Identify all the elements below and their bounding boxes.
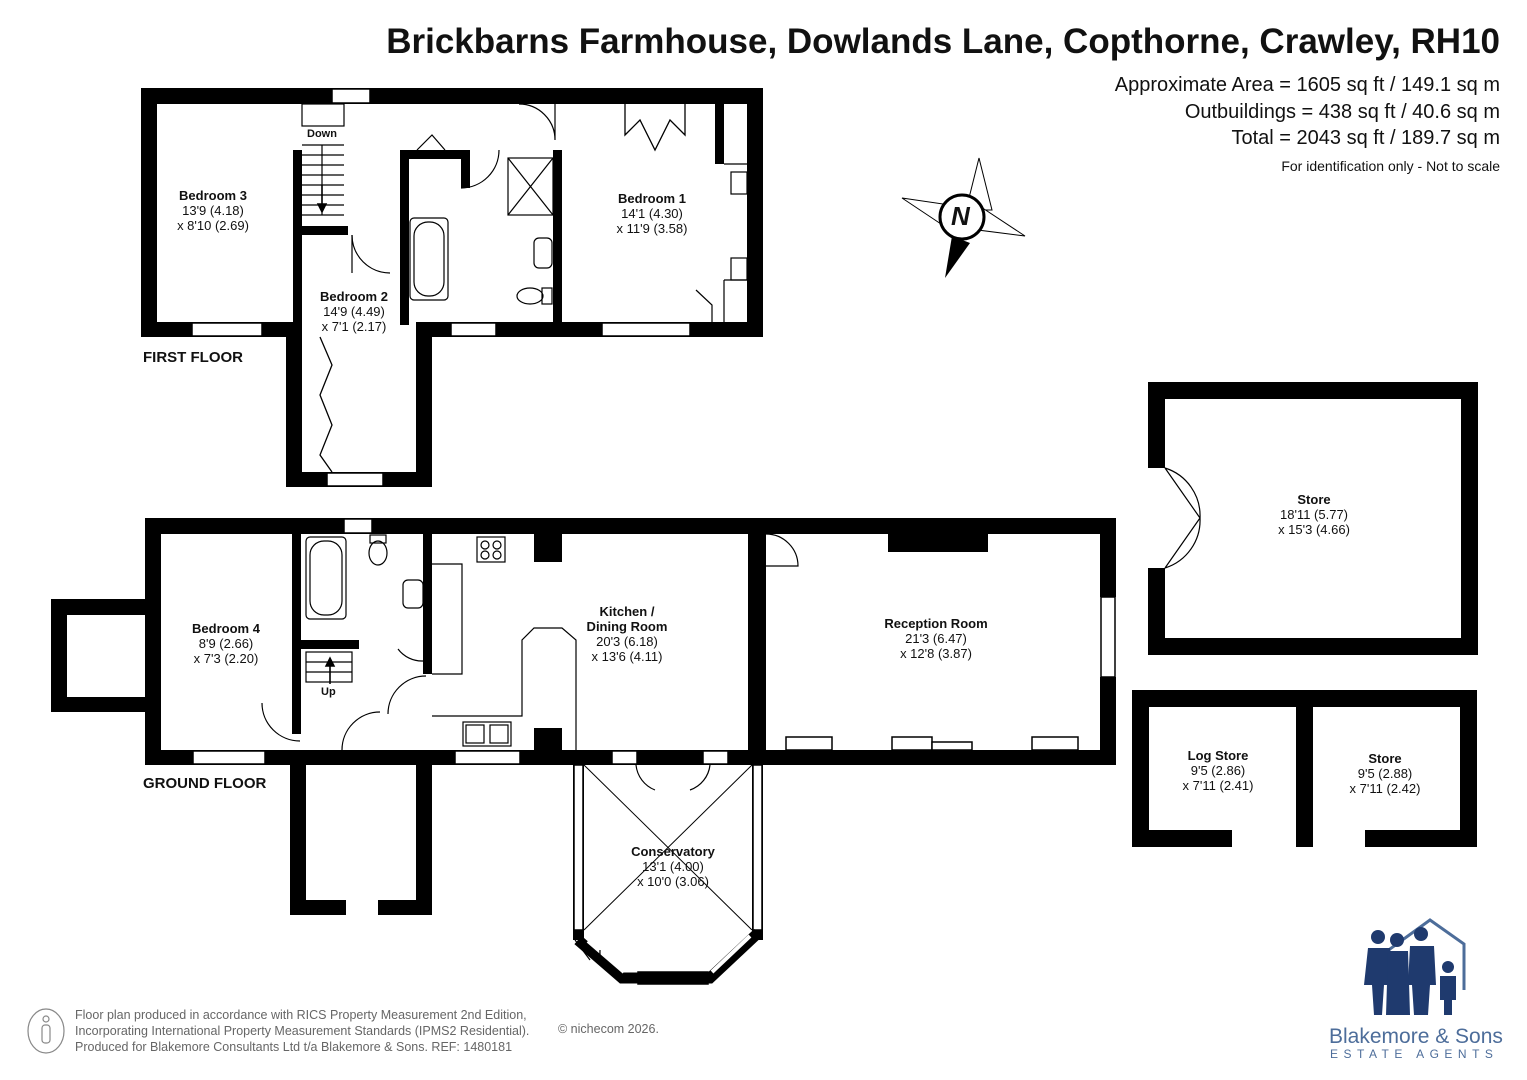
room-dimension: x 7'11 (2.42) [1349, 781, 1421, 796]
conservatory-cross [583, 764, 753, 931]
room-name: Log Store [1187, 748, 1249, 763]
footer-line: Produced for Blakemore Consultants Ltd t… [75, 1040, 513, 1054]
room-name: Conservatory [631, 844, 715, 859]
room-conservatory: Conservatory 13'1 (4.00) x 10'0 (3.06) [631, 844, 715, 889]
room-dimension: x 7'1 (2.17) [321, 319, 387, 334]
room-dimension: 13'1 (4.00) [642, 859, 704, 874]
walls [51, 88, 1478, 940]
room-name: Store [1297, 492, 1331, 507]
room-dimension: 13'9 (4.18) [182, 203, 244, 218]
room-name: Dining Room [586, 619, 668, 634]
room-dimension: 20'3 (6.18) [596, 634, 658, 649]
stairs-down-label: Down [307, 128, 337, 140]
door-swings [261, 103, 1201, 973]
stairs-up-label: Up [321, 686, 336, 698]
room-bedroom-4: Bedroom 4 8'9 (2.66) x 7'3 (2.20) [192, 621, 260, 666]
disclaimer-note: For identification only - Not to scale [1281, 158, 1500, 174]
room-dimension: 21'3 (6.47) [905, 631, 967, 646]
ground-fixtures [305, 534, 577, 750]
room-store-small: Store 9'5 (2.88) x 7'11 (2.42) [1350, 751, 1421, 796]
copyright: © nichecom 2026. [558, 1022, 659, 1036]
room-dimension: x 10'0 (3.06) [637, 874, 709, 889]
wardrobe-doors [151, 104, 686, 661]
brand-logo-icon [1364, 918, 1466, 1015]
room-name: Reception Room [884, 616, 988, 631]
footer-line: Incorporating International Property Mea… [75, 1024, 530, 1038]
room-dimension: 8'9 (2.66) [198, 636, 254, 651]
room-log-store: Log Store 9'5 (2.86) x 7'11 (2.41) [1183, 748, 1254, 793]
ground-floor-label: GROUND FLOOR [143, 775, 267, 792]
room-dimension: 9'5 (2.86) [1190, 763, 1246, 778]
room-store-large: Store 18'11 (5.77) x 15'3 (4.66) [1278, 492, 1350, 537]
page-title: Brickbarns Farmhouse, Dowlands Lane, Cop… [386, 22, 1500, 61]
windows [191, 88, 1116, 985]
room-dimension: x 15'3 (4.66) [1278, 522, 1350, 537]
room-dimension: x 11'9 (3.58) [616, 221, 688, 236]
room-name: Kitchen / [599, 604, 655, 619]
stair-arrows [316, 185, 336, 684]
brand-name: Blakemore & Sons [1329, 1025, 1503, 1048]
room-reception: Reception Room 21'3 (6.47) x 12'8 (3.87) [884, 616, 987, 661]
footer-line: Floor plan produced in accordance with R… [75, 1008, 527, 1022]
room-bedroom-3: Bedroom 3 13'9 (4.18) x 8'10 (2.69) [177, 188, 249, 233]
room-bedroom-2: Bedroom 2 14'9 (4.49) x 7'1 (2.17) [320, 289, 388, 334]
room-dimension: 9'5 (2.88) [1357, 766, 1413, 781]
footer-disclaimer: Floor plan produced in accordance with R… [75, 1007, 529, 1055]
compass-north-letter: N [951, 201, 970, 231]
room-kitchen-dining: Kitchen / Dining Room 20'3 (6.18) x 13'6… [587, 604, 668, 664]
room-dimension: x 13'6 (4.11) [591, 649, 663, 664]
room-name: Bedroom 3 [179, 188, 247, 203]
approximate-area: Approximate Area = 1605 sq ft / 149.1 sq… [1114, 74, 1500, 96]
room-dimension: 14'9 (4.49) [323, 304, 385, 319]
room-name: Bedroom 4 [192, 621, 260, 636]
room-bedroom-1: Bedroom 1 14'1 (4.30) x 11'9 (3.58) [617, 191, 688, 236]
total-area: Total = 2043 sq ft / 189.7 sq m [1231, 127, 1501, 149]
person-icon [27, 1008, 65, 1054]
room-dimension: x 7'3 (2.20) [193, 651, 259, 666]
room-dimension: 14'1 (4.30) [621, 206, 683, 221]
room-dimension: x 8'10 (2.69) [177, 218, 249, 233]
room-dimension: x 12'8 (3.87) [900, 646, 972, 661]
first-floor-label: FIRST FLOOR [143, 349, 243, 366]
room-name: Store [1368, 751, 1402, 766]
outbuildings-area: Outbuildings = 438 sq ft / 40.6 sq m [1184, 101, 1500, 123]
compass-icon [901, 157, 1026, 278]
fixtures [301, 103, 748, 322]
room-name: Bedroom 1 [618, 191, 686, 206]
room-name: Bedroom 2 [320, 289, 388, 304]
brand-tagline: ESTATE AGENTS [1330, 1047, 1499, 1061]
conservatory-walls [574, 928, 762, 984]
room-dimension: x 7'11 (2.41) [1182, 778, 1254, 793]
room-dimension: 18'11 (5.77) [1279, 507, 1349, 522]
